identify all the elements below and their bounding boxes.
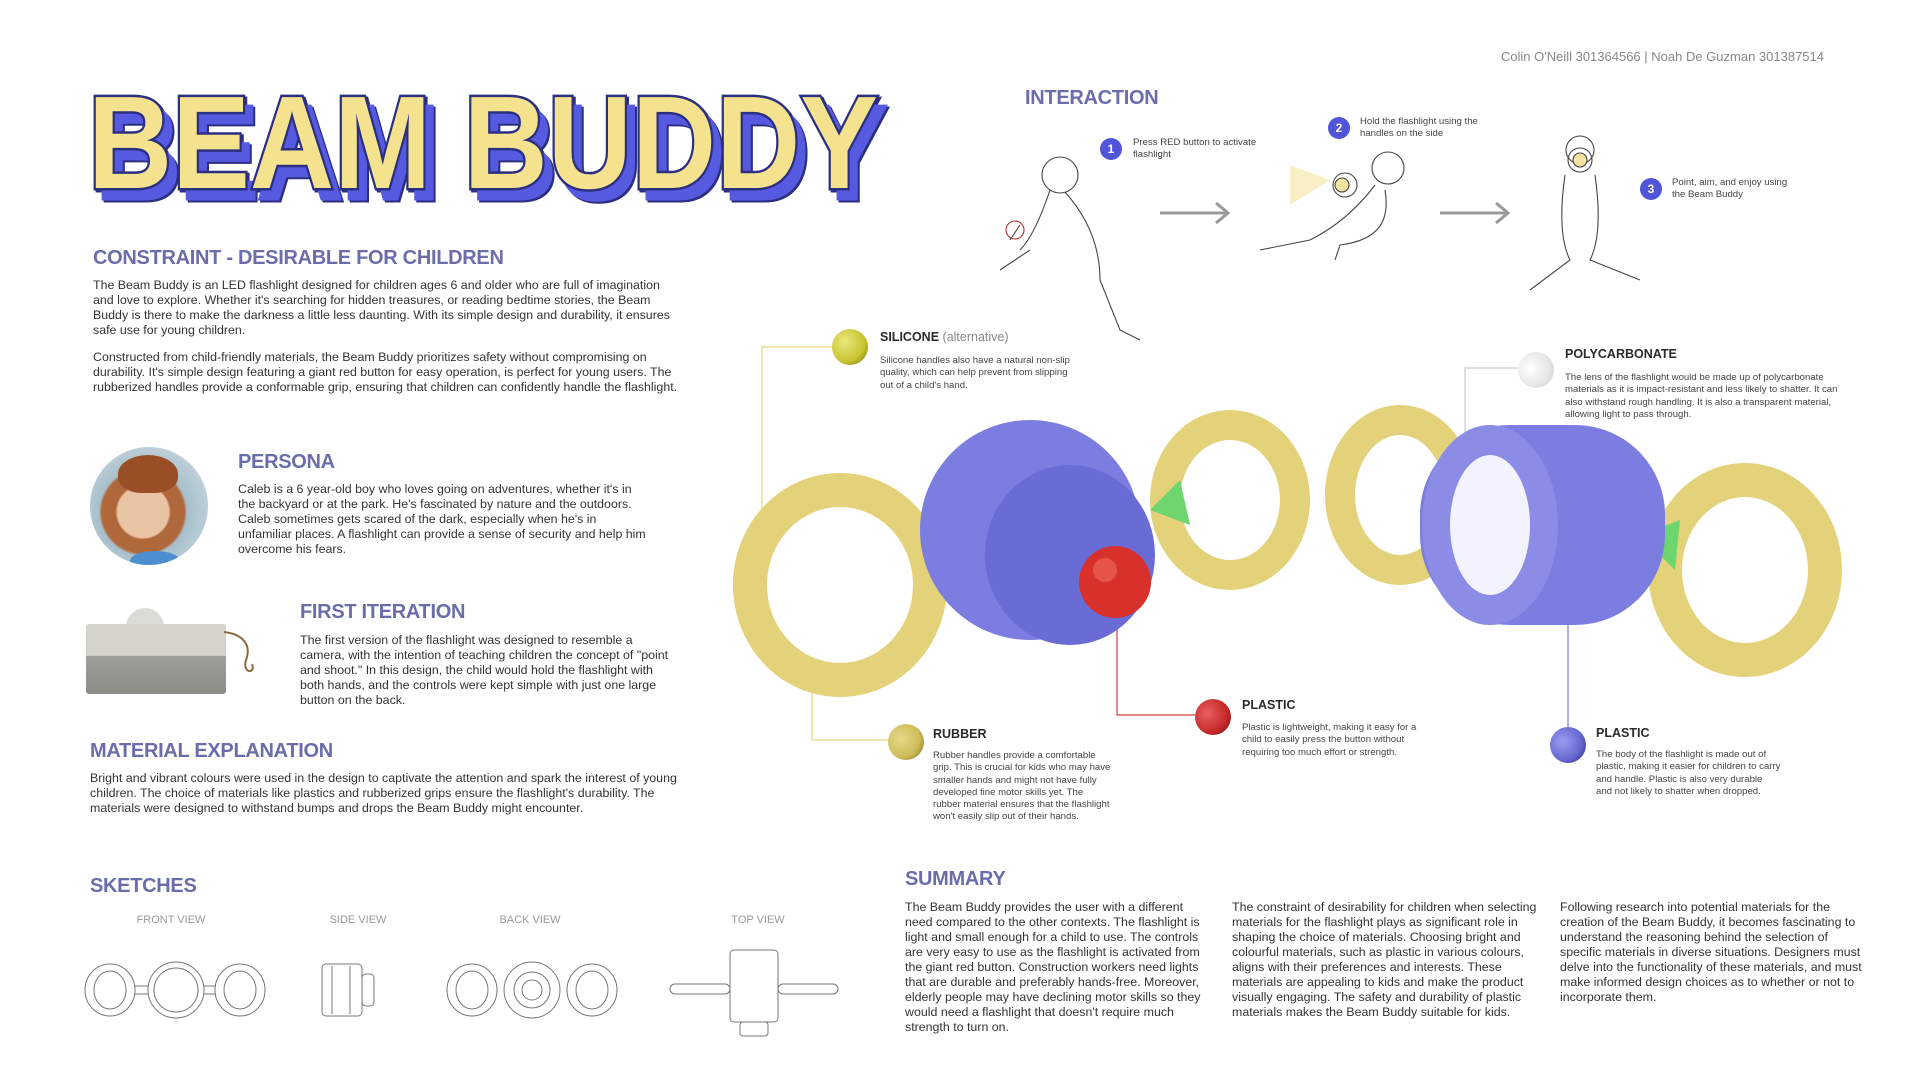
plastic-red-text: Plastic is lightweight, making it easy f… bbox=[1242, 722, 1417, 758]
credits: Colin O'Neill 301364566 | Noah De Guzman… bbox=[1500, 49, 1824, 64]
silicone-swatch bbox=[832, 329, 868, 365]
arrow-1-icon bbox=[1160, 201, 1231, 225]
first-iteration-text: The first version of the flashlight was … bbox=[300, 633, 669, 707]
polycarbonate-swatch bbox=[1518, 352, 1554, 388]
plastic-blue-text: The body of the flashlight is made out o… bbox=[1596, 749, 1781, 797]
sketches-heading: SKETCHES bbox=[90, 875, 197, 897]
child-pressing-button-figure bbox=[999, 156, 1141, 341]
polycarbonate-text: The lens of the flashlight would be made… bbox=[1565, 372, 1838, 420]
polycarbonate-title: POLYCARBONATE bbox=[1565, 347, 1677, 361]
front-view-label: FRONT VIEW bbox=[136, 914, 206, 926]
first-iteration-heading: FIRST ITERATION bbox=[300, 601, 466, 623]
step-3-badge: 3 bbox=[1640, 178, 1662, 200]
title-text: BEAM BUDDY bbox=[88, 69, 878, 216]
persona-heading: PERSONA bbox=[238, 451, 335, 473]
rubber-leader-line bbox=[811, 680, 888, 741]
sketch-drawings bbox=[84, 949, 839, 1037]
side-view-sketch bbox=[321, 963, 375, 1017]
persona-photo bbox=[90, 447, 208, 565]
silicone-note: (alternative) bbox=[942, 330, 1009, 344]
silicone-leader-line bbox=[761, 346, 832, 540]
material-explanation-text: Bright and vibrant colours were used in … bbox=[90, 771, 677, 815]
summary-column-2: The constraint of desirability for child… bbox=[1232, 900, 1537, 1019]
constraint-heading: CONSTRAINT - DESIRABLE FOR CHILDREN bbox=[93, 247, 504, 269]
summary-heading: SUMMARY bbox=[905, 868, 1006, 890]
title-logo: BEAM BUDDY bbox=[86, 67, 881, 217]
plastic-red-title: PLASTIC bbox=[1242, 698, 1296, 712]
side-view-label: SIDE VIEW bbox=[329, 914, 387, 926]
step-2-badge: 2 bbox=[1328, 117, 1350, 139]
step-1-text: Press RED button to activate flashlight bbox=[1133, 137, 1257, 161]
child-aiming-figure bbox=[1529, 135, 1641, 291]
rubber-title: RUBBER bbox=[933, 727, 987, 741]
rubber-text: Rubber handles provide a comfortable gri… bbox=[933, 750, 1111, 823]
rubber-swatch bbox=[888, 724, 924, 760]
persona-text: Caleb is a 6 year-old boy who loves goin… bbox=[238, 482, 646, 556]
arrow-2-icon bbox=[1440, 201, 1511, 225]
front-view-sketch bbox=[84, 961, 266, 1019]
first-iteration-photo bbox=[84, 604, 284, 699]
interaction-illustrations bbox=[999, 135, 1641, 341]
top-view-label: TOP VIEW bbox=[731, 914, 785, 926]
step-2-text: Hold the flashlight using the handles on… bbox=[1360, 116, 1478, 140]
silicone-text: Silicone handles also have a natural non… bbox=[880, 355, 1070, 391]
child-holding-handles-figure bbox=[1259, 151, 1405, 261]
step-1-badge: 1 bbox=[1100, 138, 1122, 160]
polycarbonate-leader-line bbox=[1464, 367, 1518, 440]
plastic-blue-swatch bbox=[1550, 727, 1586, 763]
flashlight-back-render bbox=[1325, 405, 1842, 677]
silicone-title: SILICONE (alternative) bbox=[880, 330, 1009, 344]
material-explanation-heading: MATERIAL EXPLANATION bbox=[90, 740, 333, 762]
back-view-sketch bbox=[446, 961, 618, 1019]
plastic-red-swatch bbox=[1195, 699, 1231, 735]
plastic-red-leader-line bbox=[1116, 600, 1195, 716]
back-view-label: BACK VIEW bbox=[499, 914, 561, 926]
constraint-paragraph-1: The Beam Buddy is an LED flashlight desi… bbox=[93, 278, 670, 337]
step-3-text: Point, aim, and enjoy using the Beam Bud… bbox=[1672, 177, 1788, 201]
summary-column-3: Following research into potential materi… bbox=[1560, 900, 1862, 1004]
plastic-blue-title: PLASTIC bbox=[1596, 726, 1650, 740]
flashlight-front-render bbox=[733, 410, 1310, 697]
interaction-heading: INTERACTION bbox=[1025, 87, 1159, 109]
summary-column-1: The Beam Buddy provides the user with a … bbox=[905, 900, 1201, 1034]
constraint-paragraph-2: Constructed from child-friendly material… bbox=[93, 350, 678, 394]
top-view-sketch bbox=[669, 949, 839, 1037]
